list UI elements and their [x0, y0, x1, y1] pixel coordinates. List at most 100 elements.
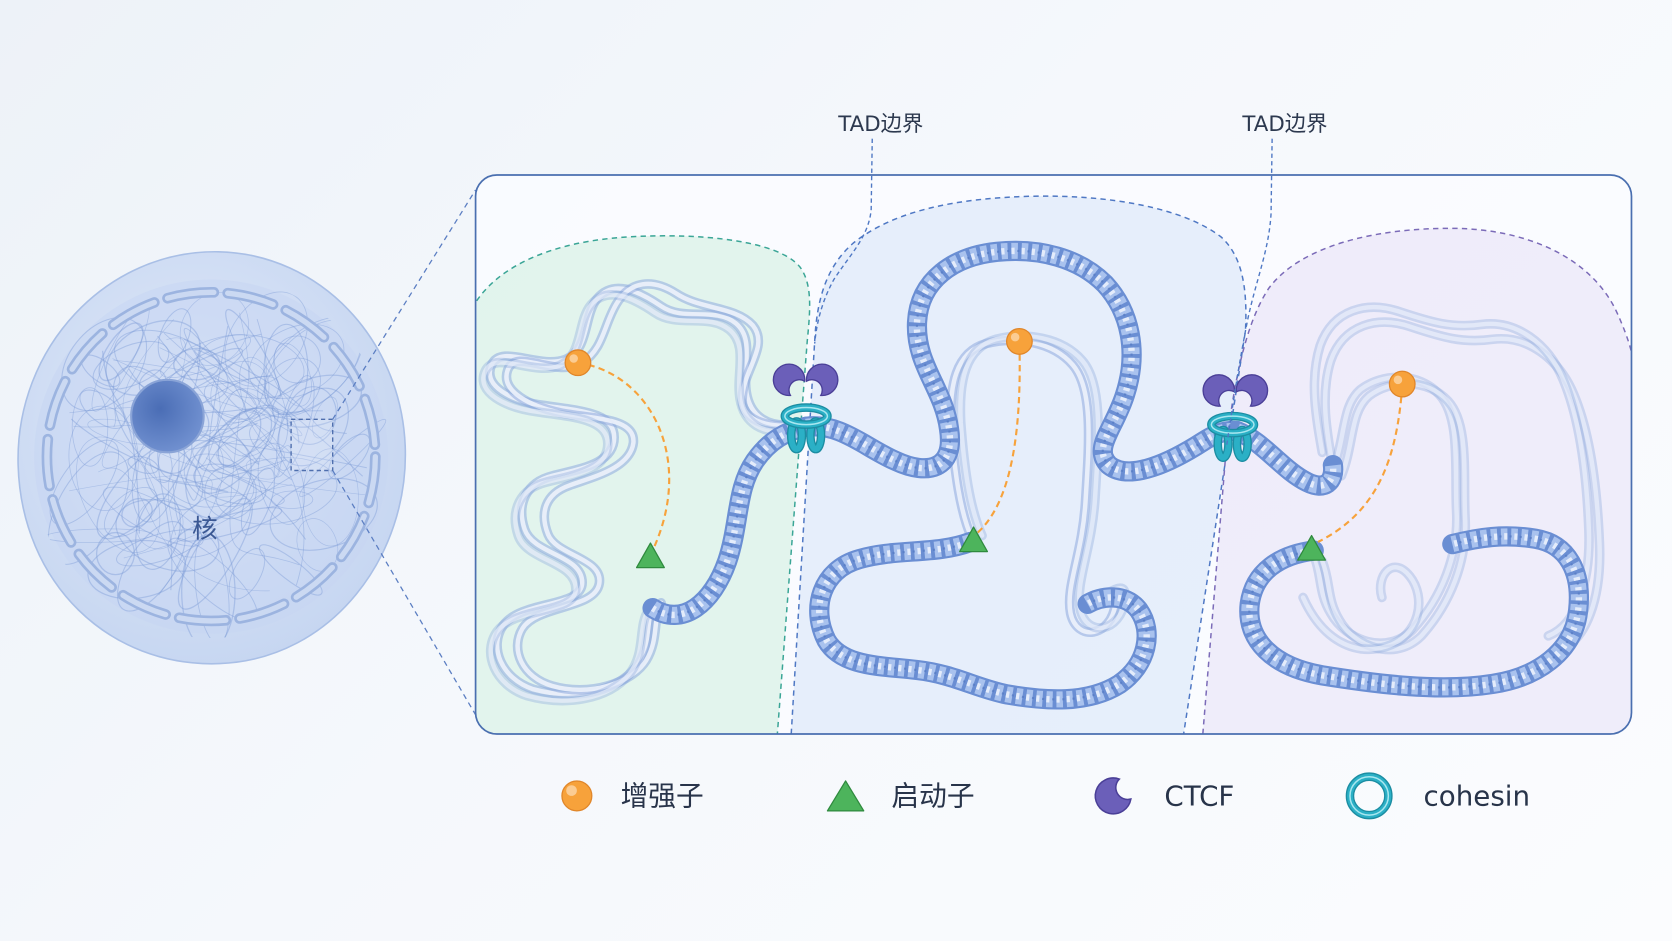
enhancer-promoter-link-left	[577, 361, 671, 551]
nucleus-chromatin-strand	[61, 317, 148, 412]
enhancer-right	[1388, 370, 1416, 398]
nucleus-chromatin-strand	[98, 322, 144, 382]
enhancer-circle-icon	[1388, 370, 1416, 398]
nucleus-chromatin-strand	[157, 308, 192, 363]
zoom-line-top	[332, 189, 477, 420]
nucleus-chromatin-strand	[177, 506, 283, 542]
nucleus-chromatin-strand	[197, 334, 305, 399]
legend-item-cohesin: cohesin	[1345, 772, 1530, 820]
tad-boundary-label-left: TAD边界	[837, 112, 923, 137]
cohesin-ring-highlight	[1349, 775, 1390, 816]
nucleus-chromatin-strand	[185, 435, 252, 519]
nucleus-chromatin-strand	[264, 357, 321, 416]
nucleus-chromatin-strand	[224, 291, 309, 387]
tad-panel	[474, 174, 1633, 735]
nucleus-chromatin-strand	[135, 493, 181, 570]
panel-border	[474, 174, 1633, 735]
nucleus-chromatin-strand	[116, 529, 203, 567]
nucleus-chromatin-strand	[244, 410, 305, 586]
legend-item-promoter: 启动子	[826, 779, 975, 813]
nucleus-chromatin-strand	[144, 448, 204, 511]
tad-boundary-label-right: TAD边界	[1241, 112, 1327, 137]
nucleus-chromatin-strand	[181, 533, 236, 639]
cohesin-ring-highlight	[1210, 415, 1255, 434]
zoom-region-box	[290, 418, 334, 472]
nucleus-chromatin-strand	[183, 338, 347, 435]
nucleus-chromatin-strand	[273, 342, 312, 407]
legend-label-enhancer: 增强子	[621, 779, 704, 812]
nucleus-chromatin-strand	[225, 308, 282, 400]
nucleus-chromatin-strand	[102, 486, 204, 547]
nucleus-chromatin-strand	[328, 433, 371, 480]
enhancer-highlight	[1010, 332, 1020, 342]
nucleus-chromatin-strand	[278, 387, 349, 467]
nucleus-chromatin-strand	[98, 467, 270, 592]
nucleus-chromatin-strand	[115, 499, 220, 572]
nucleus-chromatin-strand	[203, 380, 258, 420]
nucleus-chromatin-strand	[271, 490, 314, 509]
nucleus-chromatin-strand	[183, 453, 255, 507]
nucleus-chromatin-strand	[276, 375, 315, 471]
nucleus-chromatin-strand	[151, 422, 293, 481]
enhancer-highlight	[569, 354, 578, 363]
nucleus: 核	[17, 250, 407, 665]
nucleus-label: 核	[192, 515, 218, 545]
enhancer-circle-icon	[1005, 327, 1033, 355]
cohesin-ring-highlight	[784, 406, 829, 426]
promoter-triangle-icon	[826, 780, 865, 812]
nucleus-chromatin-strand	[273, 335, 321, 384]
boundary-complex-left	[766, 356, 845, 454]
nucleolus	[130, 378, 205, 454]
nucleus-chromatin-strand	[194, 349, 364, 477]
nucleus-chromatin-strand	[198, 404, 280, 472]
enhancer-highlight	[566, 785, 577, 796]
nucleus-chromatin-strand	[178, 410, 324, 501]
legend-item-ctcf: CTCF	[1087, 772, 1234, 822]
nucleus-chromatin-strand	[245, 458, 280, 480]
nucleoplasm	[34, 279, 389, 634]
nucleus-chromatin-strand	[302, 448, 359, 547]
nucleus-chromatin-strand	[177, 497, 253, 610]
nucleus-chromatin-strand	[160, 334, 251, 378]
nucleus-chromatin-strand	[121, 497, 153, 528]
nucleus-chromatin-strand	[204, 464, 257, 520]
tad-domain-middle-outline	[790, 195, 1247, 735]
nucleus-chromatin-strand	[76, 436, 161, 553]
nucleus-chromatin-strand	[194, 535, 230, 639]
promoter-triangle-icon	[635, 542, 665, 569]
tad-boundary-line-left	[813, 138, 873, 344]
nucleus-chromatin-strand	[273, 445, 292, 478]
nucleus-chromatin-strand	[258, 544, 323, 596]
nucleus-chromatin-strand	[116, 520, 186, 612]
nucleus-chromatin-strand	[112, 358, 308, 445]
enhancer-promoter-link-right	[1317, 386, 1404, 543]
nucleus-chromatin-strand	[71, 387, 109, 467]
nucleus-chromatin-strand	[194, 407, 273, 494]
nucleus-chromatin-strand	[113, 374, 273, 428]
nucleus-chromatin-strand	[157, 335, 260, 465]
cohesin-ring-icon	[1207, 411, 1259, 462]
boundary-complex-right	[1195, 367, 1275, 462]
nucleus-chromatin-strand	[240, 467, 275, 536]
nucleus-chromatin-strand	[49, 439, 120, 526]
nucleus-chromatin-strand	[217, 388, 276, 457]
nucleus-chromatin-strand	[205, 457, 285, 509]
nucleus-chromatin-strand	[192, 318, 267, 499]
legend-item-enhancer: 增强子	[561, 779, 704, 813]
nucleus-chromatin-strand	[95, 531, 136, 576]
nucleus-chromatin-strand	[127, 455, 159, 475]
nucleus-chromatin-strand	[312, 396, 338, 439]
nucleus-chromatin-strand	[172, 464, 312, 530]
nucleus-chromatin-strand	[101, 350, 140, 534]
nucleus-chromatin-strand	[215, 457, 338, 525]
nucleus-chromatin-strand	[92, 340, 170, 390]
nucleus-chromatin-strand	[68, 405, 139, 511]
tad-boundary-line-right	[1225, 138, 1273, 449]
enhancer-middle	[1005, 327, 1033, 355]
nucleus-chromatin-strand	[87, 539, 187, 600]
nucleus-chromatin-strand	[286, 386, 337, 445]
ctcf-icon	[1087, 772, 1135, 822]
nuclear-pore-ring-inner	[44, 289, 379, 624]
nucleus-chromatin-strand	[239, 356, 289, 450]
